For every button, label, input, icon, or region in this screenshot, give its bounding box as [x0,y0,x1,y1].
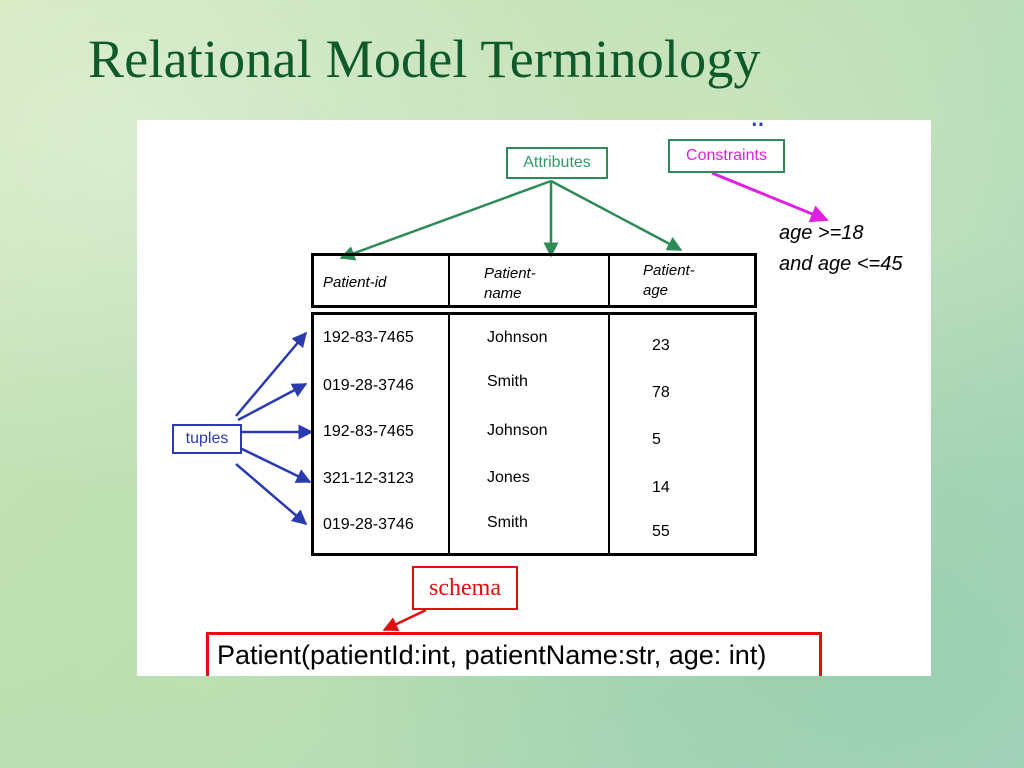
cell-patient-id: 321-12-3123 [323,470,414,487]
schema-signature: Patient(patientId:int, patientName:str, … [206,632,822,676]
cell-patient-age: 5 [652,431,661,448]
cell-patient-name: Smith [487,514,528,531]
constraint-line-2: and age <=45 [779,253,903,275]
attributes-arrow-id [339,179,552,261]
cell-patient-age: 23 [652,337,670,354]
body-divider-2 [608,315,610,553]
cell-patient-id: 019-28-3746 [323,516,414,533]
cell-patient-name: Johnson [487,422,548,439]
attributes-label: Attributes [506,147,608,179]
header-divider-1 [448,256,450,305]
cell-patient-id: 019-28-3746 [323,377,414,394]
schema-label: schema [412,566,518,610]
cell-patient-id: 192-83-7465 [323,423,414,440]
tuples-arrow-2 [237,382,308,422]
tuples-label: tuples [172,424,242,454]
corner-squiggle: ꓸꓸ [751,106,765,131]
cell-patient-age: 55 [652,523,670,540]
tuples-arrow-5 [235,463,308,525]
attributes-arrow-age [550,179,683,252]
header-patient-age: Patient- age [643,262,695,299]
body-divider-1 [448,315,450,553]
constraints-arrow [711,171,829,223]
tuples-arrow-4 [239,446,312,484]
cell-patient-age: 14 [652,479,670,496]
header-divider-2 [608,256,610,305]
diagram-panel: ꓸꓸ Attributes Constraints age >=18 and a… [137,106,931,676]
cell-patient-id: 192-83-7465 [323,329,414,346]
cell-patient-name: Smith [487,373,528,390]
arrows-layer [235,171,829,632]
schema-arrow [382,608,427,632]
constraints-label: Constraints [668,139,785,173]
header-patient-name: Patient- name [484,265,536,302]
constraint-line-1: age >=18 [779,222,864,244]
header-patient-id: Patient-id [323,274,387,291]
cell-patient-name: Johnson [487,329,548,346]
tuples-arrow-1 [235,331,307,417]
table-header: Patient-id Patient- name Patient- age [311,253,757,308]
cell-patient-name: Jones [487,469,530,486]
slide-title: Relational Model Terminology [88,29,761,89]
cell-patient-age: 78 [652,384,670,401]
table-body: 192-83-7465 Johnson 23 019-28-3746 Smith… [311,312,757,556]
constraint-expression: age >=18 and age <=45 [779,218,902,280]
